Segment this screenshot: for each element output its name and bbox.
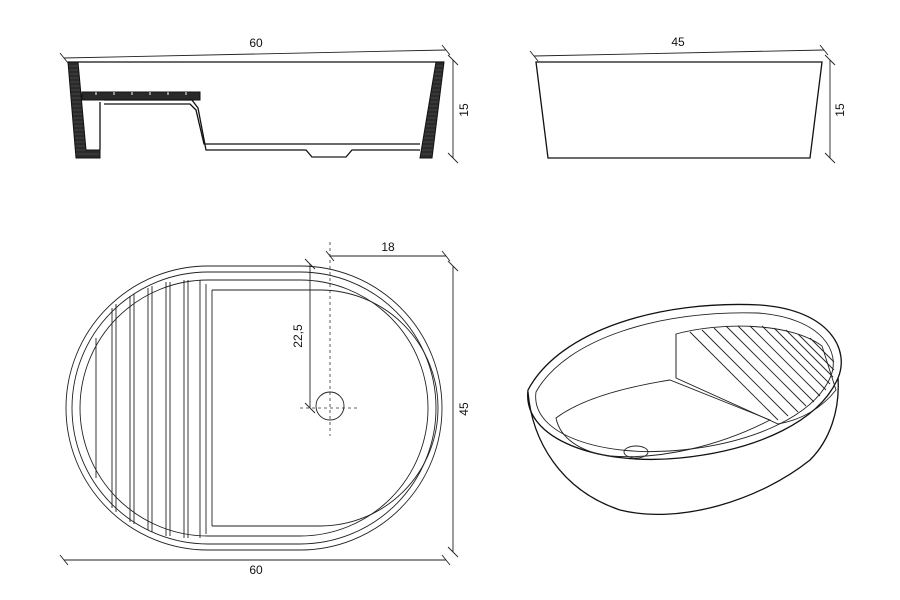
plan-outer-rim (65, 265, 443, 551)
side-width-label: 60 (249, 36, 263, 50)
perspective-washboard-slats (689, 325, 835, 421)
plan-offset-x-dimension: 18 (325, 240, 451, 262)
plan-height-dimension: 45 (447, 260, 471, 558)
plan-bowl-outline (212, 289, 439, 527)
plan-width-dimension: 60 (59, 554, 451, 577)
washboard-shelf-section (81, 91, 201, 101)
perspective-washboard (675, 325, 837, 425)
plan-height-label: 45 (457, 402, 471, 416)
plan-washboard-slats (95, 280, 207, 538)
side-height-dimension: 15 (447, 54, 471, 164)
right-wall-section (419, 61, 445, 159)
plan-width-label: 60 (249, 563, 263, 577)
perspective-drain (623, 445, 649, 459)
perspective-body (527, 377, 839, 516)
plan-view: 18 22,5 45 60 (59, 240, 471, 577)
plan-offset-x-label: 18 (381, 240, 395, 254)
plan-offset-y-label: 22,5 (291, 324, 305, 348)
perspective-floor (555, 379, 772, 458)
end-width-label: 45 (671, 35, 685, 49)
end-height-label: 15 (833, 103, 847, 117)
washboard-ribs (95, 92, 187, 95)
end-height-dimension: 15 (824, 54, 847, 164)
end-basin-outline (535, 61, 823, 159)
side-width-dimension: 60 (59, 36, 451, 64)
side-section-view: 60 15 (59, 36, 471, 164)
perspective-view (527, 303, 842, 516)
side-height-label: 15 (457, 103, 471, 117)
end-elevation-view: 45 15 (529, 35, 847, 164)
left-wall-section (67, 61, 101, 159)
end-width-dimension: 45 (529, 35, 829, 62)
plan-drain (300, 242, 360, 436)
side-basin-section (67, 61, 445, 159)
plan-offset-y-dimension: 22,5 (291, 258, 316, 414)
